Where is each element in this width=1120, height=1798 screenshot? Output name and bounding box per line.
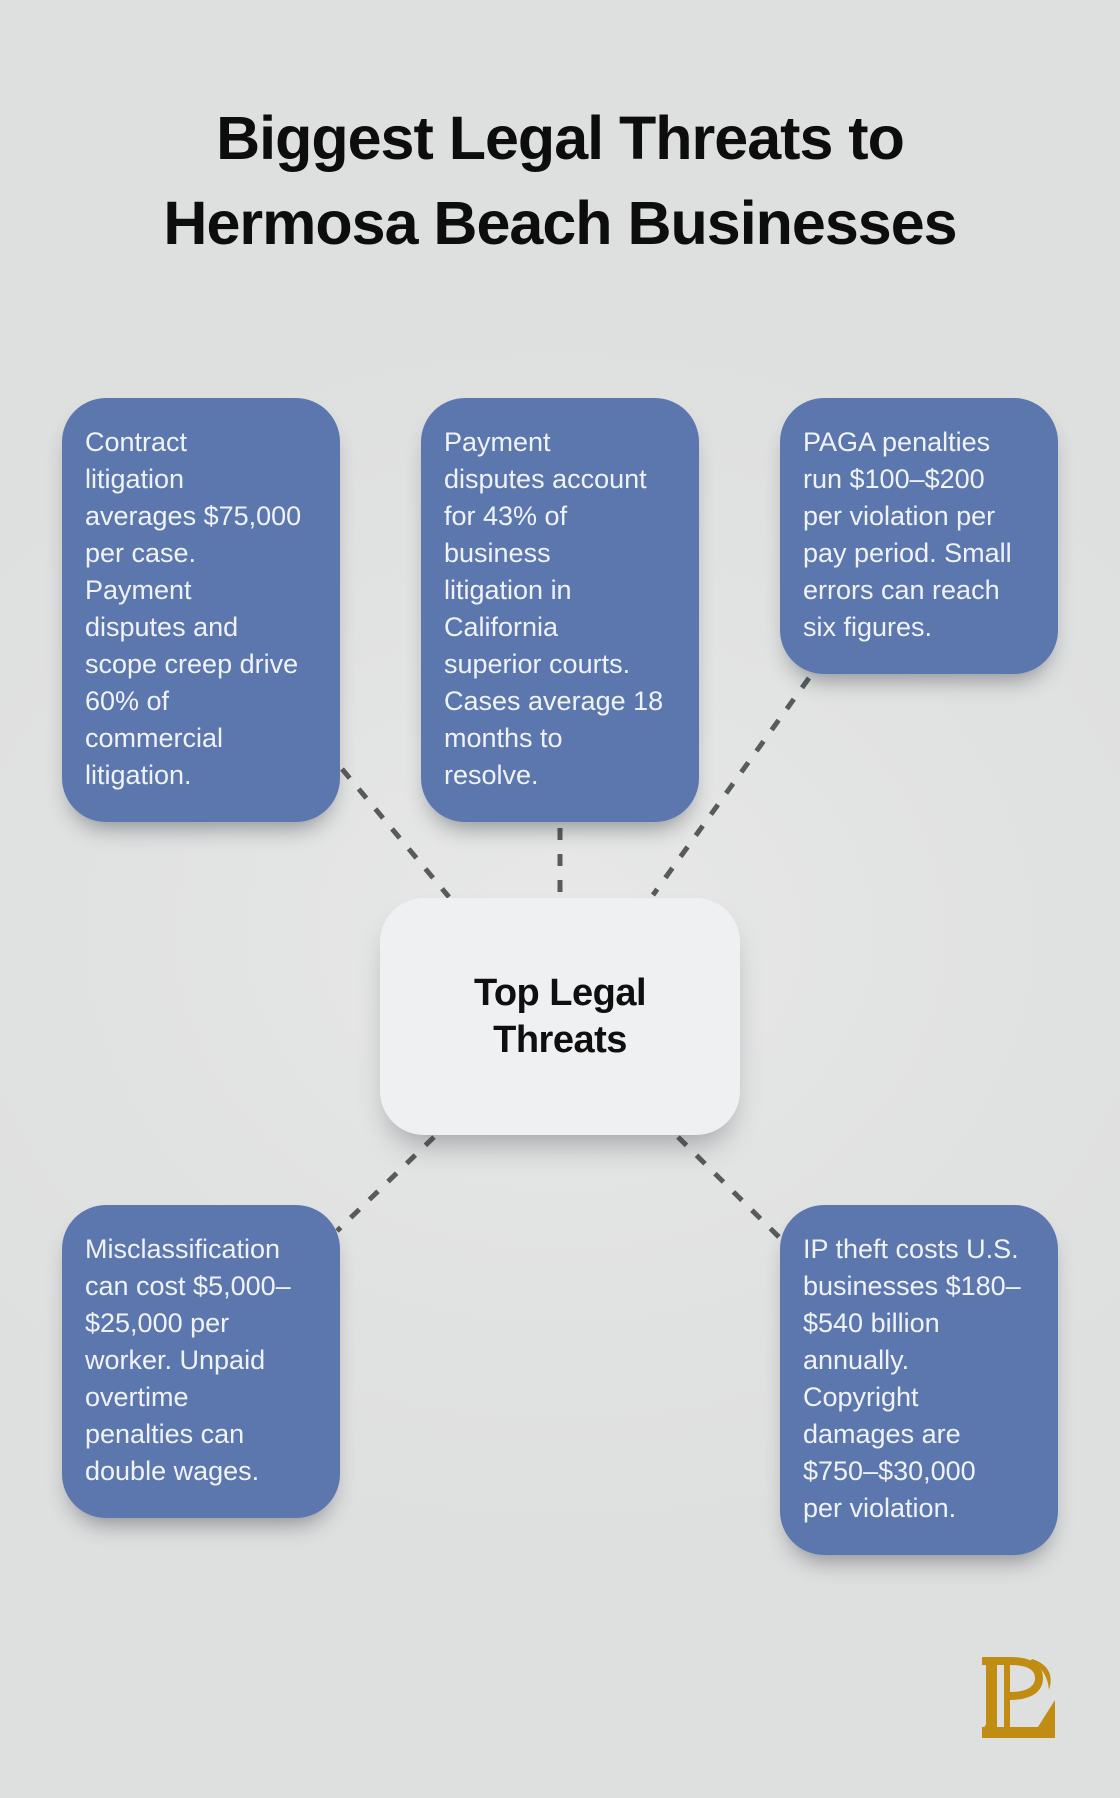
threat-box-contract-litigation-text: Contract litigation averages $75,000 per… [85, 427, 302, 790]
threat-box-misclassification-text: Misclassification can cost $5,000– $25,0… [85, 1234, 291, 1486]
threat-box-ip-theft-text: IP theft costs U.S. businesses $180– $54… [803, 1234, 1021, 1523]
center-node: Top Legal Threats [380, 898, 740, 1135]
connector-center-to-iptheft [676, 1135, 784, 1242]
connector-paga-to-center [650, 676, 812, 897]
threat-box-ip-theft: IP theft costs U.S. businesses $180– $54… [780, 1205, 1058, 1555]
threat-box-payment-disputes: Payment disputes account for 43% of busi… [421, 398, 699, 822]
connector-contract-to-center [340, 767, 451, 899]
infographic-title: Biggest Legal Threats to Hermosa Beach B… [163, 104, 957, 257]
threat-box-misclassification: Misclassification can cost $5,000– $25,0… [62, 1205, 340, 1518]
threat-box-paga-penalties-text: PAGA penalties run $100–$200 per violati… [803, 427, 1012, 642]
center-node-label: Top Legal Threats [473, 971, 647, 1061]
threat-box-paga-penalties: PAGA penalties run $100–$200 per violati… [780, 398, 1058, 674]
connector-center-to-misclass [335, 1135, 436, 1233]
threat-box-contract-litigation: Contract litigation averages $75,000 per… [62, 398, 340, 822]
lp-monogram-logo-icon [982, 1657, 1055, 1738]
threat-box-payment-disputes-text: Payment disputes account for 43% of busi… [444, 427, 664, 790]
